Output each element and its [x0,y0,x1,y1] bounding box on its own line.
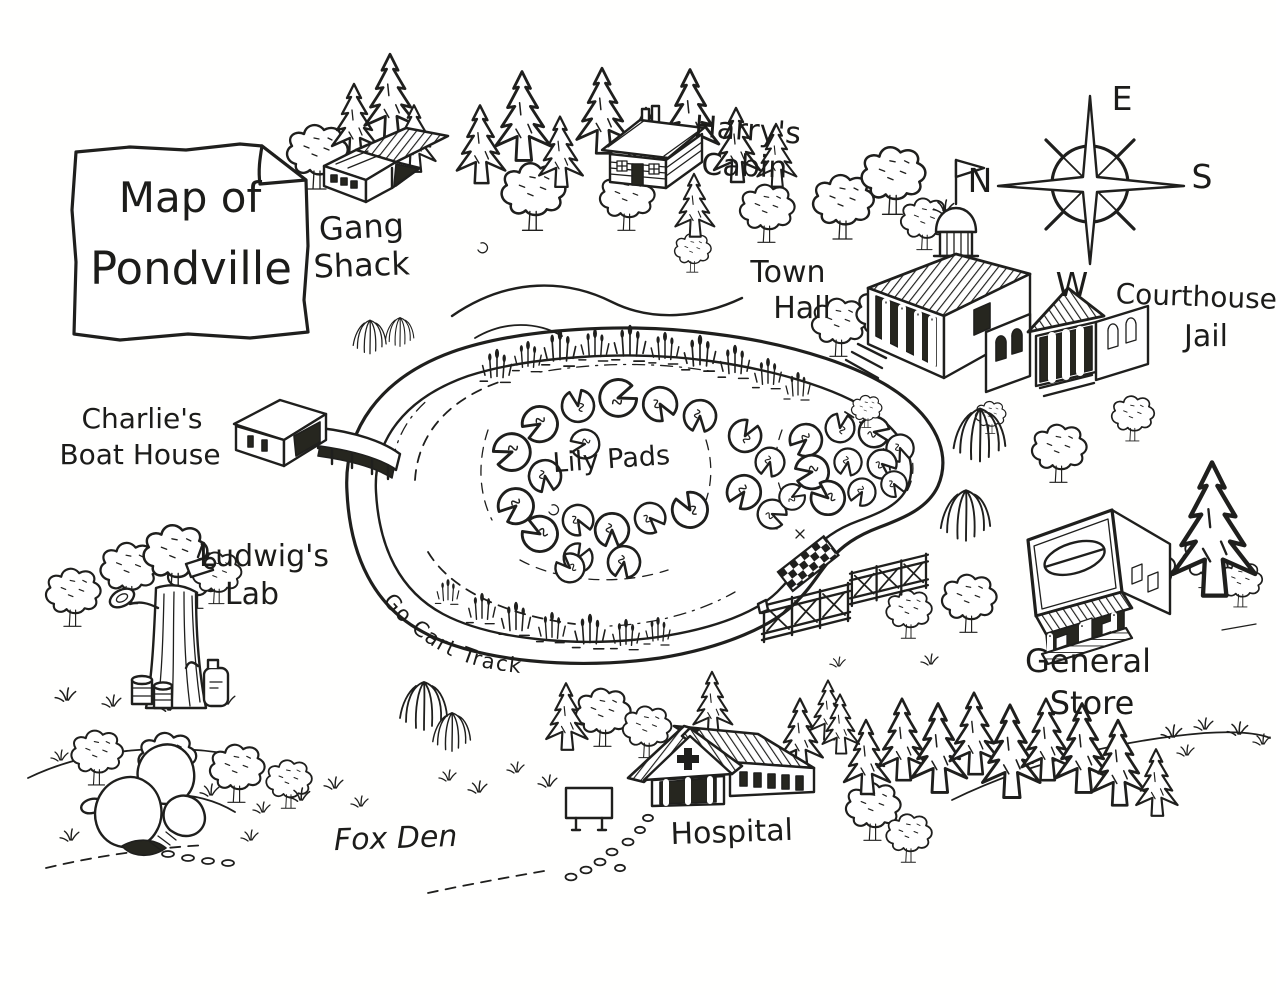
ludwigs-lab-tree [108,523,243,710]
grass-illustration [54,687,77,702]
willow-illustration [352,319,387,355]
label-hospital: Hospital [670,813,794,852]
willow-illustration [385,317,415,347]
treeR-illustration [44,567,102,628]
grass-illustration [1176,744,1195,757]
compass-letter-left: N [968,161,993,200]
willow-illustration [939,489,992,542]
harrys-cabin-building [600,104,706,190]
grass-illustration [1193,717,1214,731]
grass-illustration [920,653,939,666]
label-general-store-2: Store [1050,684,1135,722]
treeR-illustration [70,729,125,786]
label-general-store-1: General [1025,642,1151,680]
hospital-stone-path [564,813,654,882]
treeR-illustration [940,573,998,634]
pine-illustration [1135,748,1179,817]
pine-illustration [692,670,734,736]
map-title-line2: Pondville [90,242,292,295]
grass-illustration [101,694,122,708]
grass-illustration [323,776,344,790]
map-title-line1: Map of [119,173,263,222]
treeR-illustration [738,183,796,244]
compass-letter-right: S [1192,157,1213,196]
grass-illustration [199,783,220,797]
pond [345,242,945,665]
hospital-building [626,724,816,808]
grass-illustration [829,656,846,668]
grass-illustration [252,801,271,814]
willow-illustration [432,712,472,752]
label-courthouse-jail-1: Courthouse [1115,277,1276,316]
treeR-illustration [885,813,933,864]
courthouse-jail-building [984,286,1150,398]
fox-den-rocks [80,743,235,867]
label-ludwigs-lab-2: Lab [225,577,279,612]
compass-letter-top: E [1112,79,1133,118]
label-gang-shack-2: Shack [313,244,411,285]
pine-illustration [494,70,553,162]
compass-rose [996,94,1186,266]
grass-illustration [537,774,558,788]
grass-illustration [240,829,259,842]
treeR-illustration [1030,423,1088,484]
label-courthouse-jail-2: Jail [1182,319,1228,354]
label-fox-den: Fox Den [333,819,458,858]
label-town-hall-2: Hall [773,291,831,326]
treeR-illustration [885,589,933,640]
general-store-building [1026,508,1172,666]
gang-shack-building [322,126,450,204]
title-box [70,142,310,342]
label-harrys-cabin-1: Harry's [693,109,802,151]
grass-illustration [506,761,525,774]
grass-illustration [50,749,69,762]
label-charlies-boat-house-2: Boat House [59,438,220,471]
bridge-fence [756,552,930,644]
structures-layer [70,94,1186,882]
label-charlies-boat-house-1: Charlie's [81,402,202,435]
label-harrys-cabin-2: Cabin [701,148,788,186]
grass-illustration [350,795,369,808]
label-town-hall-1: Town [749,255,825,290]
grass-illustration [467,780,488,794]
grass-illustration [59,828,80,842]
label-ludwigs-lab-1: Ludwig's [199,539,329,574]
terrain-lines [27,284,1271,894]
town-hall-building [844,158,1032,380]
pond-shoreline [374,354,913,643]
treeR-illustration [265,759,313,810]
treeR-illustration [208,743,266,804]
grass-illustration [438,769,457,782]
pine-illustration [674,172,716,238]
checkered-crossing [776,534,841,593]
treeR-illustration [673,233,712,273]
compass-letter-bottom: W [1056,265,1089,304]
boat-house-building [232,398,402,481]
label-gang-shack-1: Gang [318,206,405,248]
treeR-illustration [1110,395,1156,442]
hospital-sign [564,786,614,832]
